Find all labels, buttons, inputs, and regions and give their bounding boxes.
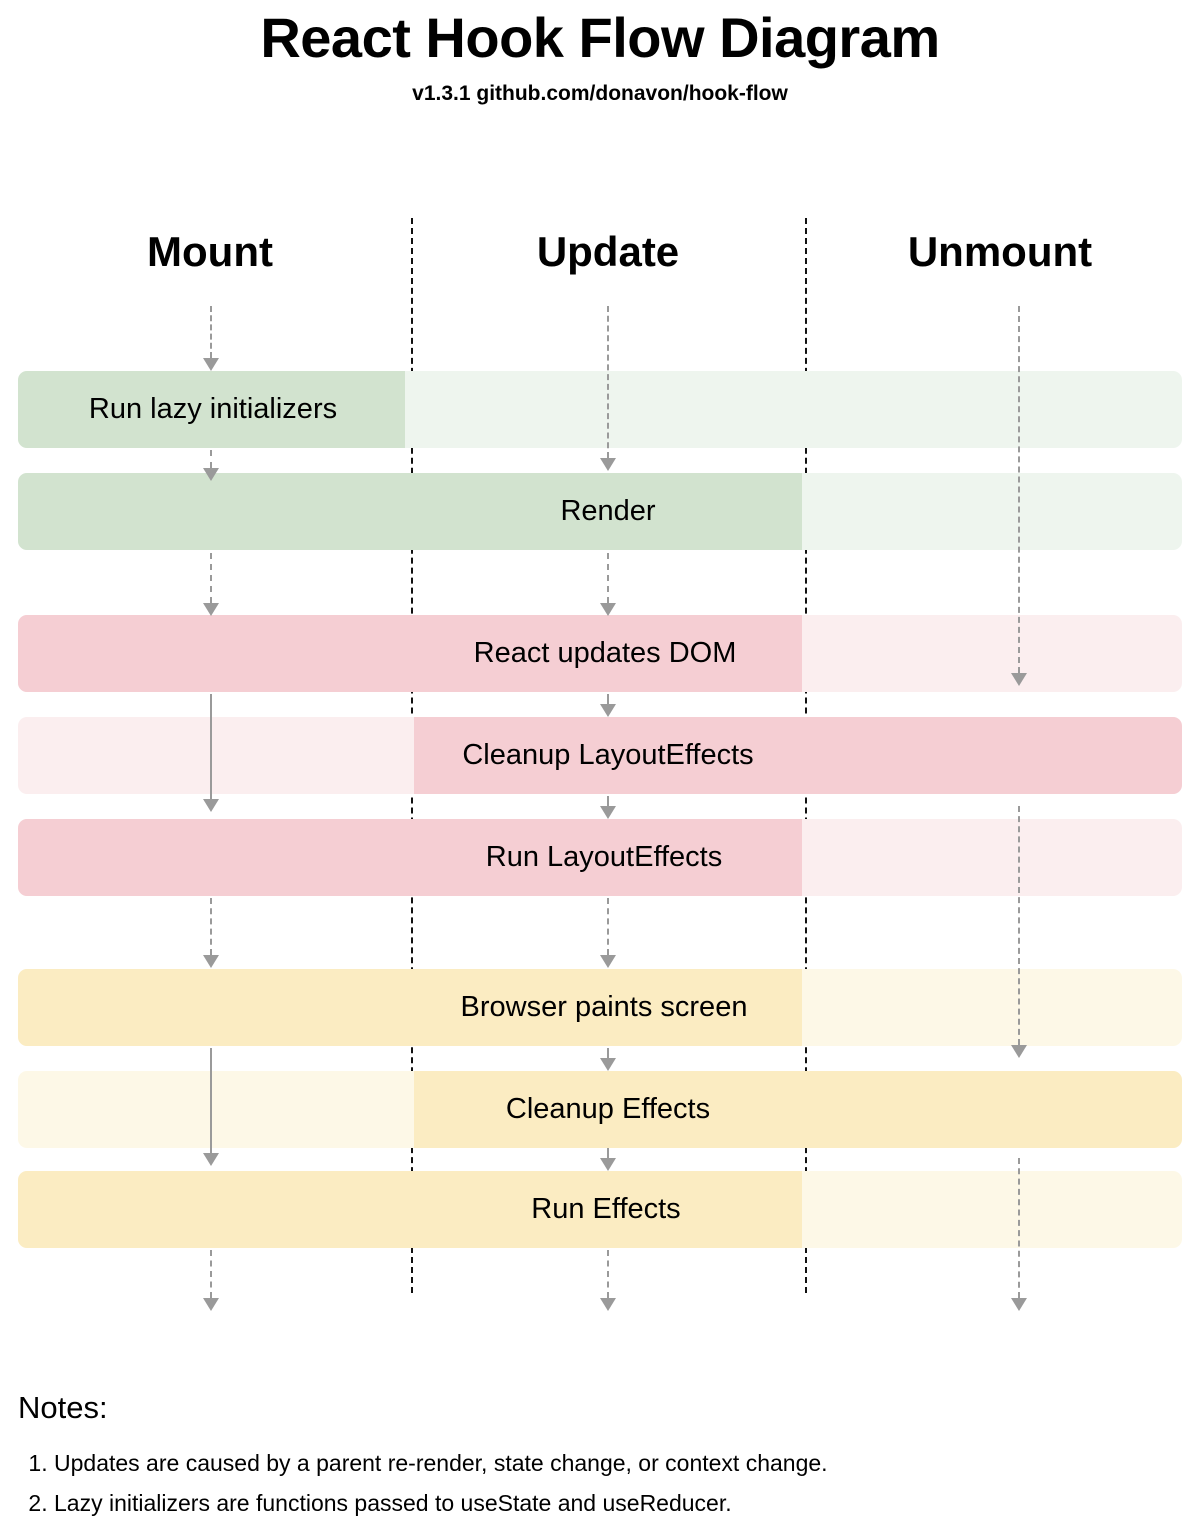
flow-line-mount [210, 553, 212, 603]
flow-line-update [607, 1250, 609, 1298]
row-label: React updates DOM [473, 637, 737, 669]
row-label: Run LayoutEffects [485, 841, 723, 873]
arrow-down-icon [600, 1158, 616, 1171]
row-active-segment [414, 717, 1182, 794]
lifecycle-row[interactable]: Cleanup LayoutEffects [18, 717, 1182, 794]
row-active-segment [18, 819, 802, 896]
arrow-down-icon [203, 358, 219, 371]
arrow-down-icon [1011, 673, 1027, 686]
row-active-segment [18, 1171, 802, 1248]
arrow-down-icon [600, 704, 616, 717]
flow-line-update [607, 694, 609, 704]
lifecycle-row[interactable]: Cleanup Effects [18, 1071, 1182, 1148]
arrow-down-icon [203, 955, 219, 968]
notes-section: Notes: Updates are caused by a parent re… [18, 1390, 1182, 1523]
lifecycle-row[interactable]: Run lazy initializers [18, 371, 1182, 448]
column-heading-mount: Mount [147, 228, 273, 275]
column-heading-update: Update [536, 228, 680, 275]
lifecycle-row[interactable]: Run LayoutEffects [18, 819, 1182, 896]
arrow-down-icon [600, 1058, 616, 1071]
note-item: Updates are caused by a parent re-render… [54, 1444, 1182, 1484]
lifecycle-row[interactable]: Run Effects [18, 1171, 1182, 1248]
flow-line-update [607, 796, 609, 806]
arrow-down-icon [203, 468, 219, 481]
flow-line-unmount [1018, 1158, 1020, 1298]
lifecycle-row[interactable]: React updates DOM [18, 615, 1182, 692]
arrow-down-icon [203, 1298, 219, 1311]
arrow-down-icon [203, 603, 219, 616]
arrow-down-icon [600, 955, 616, 968]
row-label: Render [560, 495, 656, 527]
arrow-down-icon [1011, 1298, 1027, 1311]
arrow-down-icon [203, 1153, 219, 1166]
row-active-segment [414, 1071, 1182, 1148]
notes-heading: Notes: [18, 1390, 108, 1425]
flow-line-mount [210, 450, 212, 468]
row-active-segment [18, 473, 802, 550]
arrow-down-icon [600, 806, 616, 819]
arrow-down-icon [203, 799, 219, 812]
flow-line-update [607, 1148, 609, 1158]
arrow-down-icon [600, 603, 616, 616]
notes-list: Updates are caused by a parent re-render… [18, 1444, 1182, 1523]
row-label: Run lazy initializers [88, 393, 338, 425]
page-title: React Hook Flow Diagram [260, 6, 940, 69]
flow-line-mount [210, 898, 212, 955]
flow-line-update [607, 1048, 609, 1058]
note-item: Lazy initializers are functions passed t… [54, 1484, 1182, 1524]
page-subtitle: v1.3.1 github.com/donavon/hook-flow [412, 82, 788, 106]
flow-line-mount [210, 1048, 212, 1153]
lifecycle-row[interactable]: Browser paints screen [18, 969, 1182, 1046]
arrow-down-icon [600, 458, 616, 471]
arrow-down-icon [600, 1298, 616, 1311]
flow-line-update [607, 898, 609, 955]
lifecycle-row[interactable]: Render [18, 473, 1182, 550]
flow-line-mount [210, 1250, 212, 1298]
row-active-segment [18, 371, 405, 448]
flow-line-update [607, 553, 609, 603]
column-heading-unmount: Unmount [907, 228, 1093, 275]
page-header: React Hook Flow Diagram v1.3.1 github.co… [0, 0, 1200, 106]
arrow-down-icon [1011, 1045, 1027, 1058]
row-active-segment [18, 615, 802, 692]
flow-line-unmount [1018, 306, 1020, 673]
flow-line-unmount [1018, 806, 1020, 1045]
row-label: Cleanup Effects [505, 1093, 711, 1125]
flow-line-mount [210, 694, 212, 799]
row-label: Run Effects [531, 1193, 681, 1225]
flow-line-mount [210, 306, 212, 358]
row-label: Browser paints screen [460, 991, 748, 1023]
flow-line-update [607, 306, 609, 458]
row-active-segment [18, 969, 802, 1046]
row-label: Cleanup LayoutEffects [462, 739, 754, 771]
